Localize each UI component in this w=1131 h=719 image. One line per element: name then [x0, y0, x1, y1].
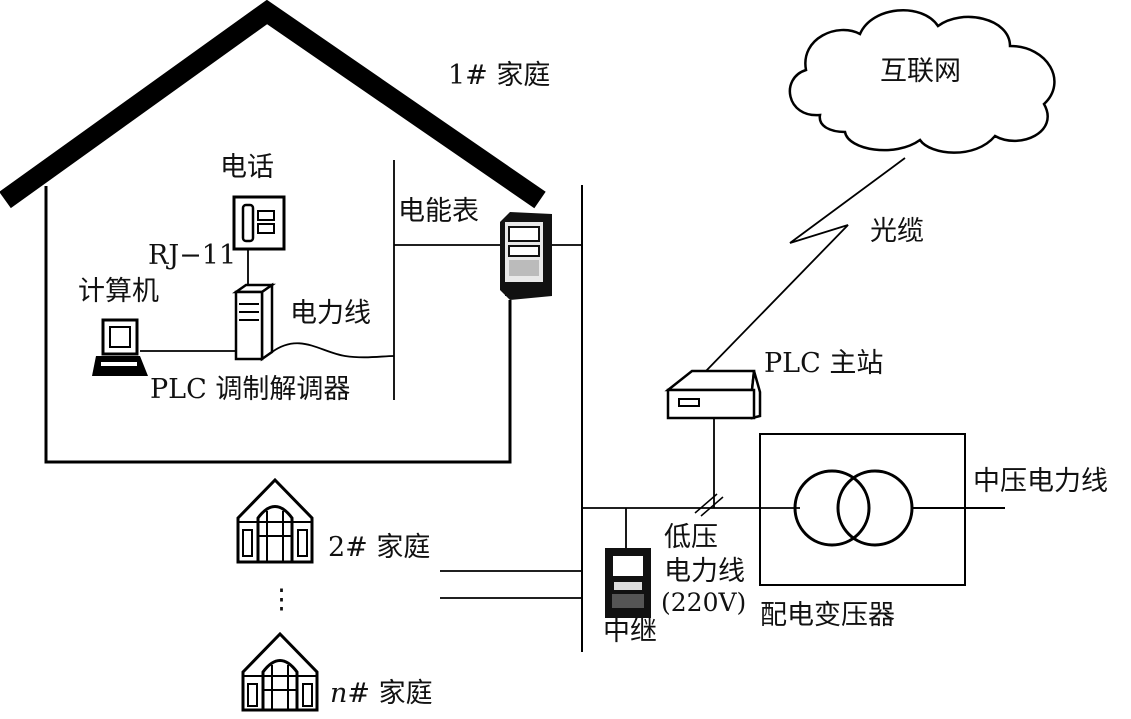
- electric-meter-icon: [500, 212, 552, 300]
- repeater-icon: [605, 548, 651, 618]
- house-roof: [0, 0, 546, 209]
- mv-powerline-label: 中压电力线: [973, 466, 1108, 497]
- plc-modem-label: PLC 调制解调器: [150, 374, 350, 405]
- powerline-label: 电力线: [290, 298, 371, 329]
- computer-label: 计算机: [78, 276, 159, 307]
- home-1-label: 1# 家庭: [448, 60, 550, 91]
- home-2-icon: [236, 477, 314, 564]
- telephone-icon: [232, 195, 286, 251]
- fiber-label: 光缆: [870, 216, 924, 247]
- coupling-mark-2: [700, 496, 724, 517]
- lv-label-line1: 低压: [664, 522, 718, 553]
- internet-label: 互联网: [880, 56, 961, 87]
- fiber-optic-cable: [704, 157, 906, 373]
- internet-cloud-icon: [788, 9, 1056, 154]
- house-wall: [44, 186, 512, 464]
- rj11-label: RJ−11: [148, 240, 236, 271]
- coupling-mark-1: [694, 493, 718, 514]
- meter-label: 电能表: [398, 196, 479, 227]
- home-n-label: n# 家庭: [330, 678, 433, 709]
- home-1: [0, 0, 546, 464]
- transformer-label: 配电变压器: [760, 600, 895, 631]
- ellipsis-marker: ⋮: [268, 584, 295, 615]
- plc-modem-icon: [232, 282, 276, 362]
- home-2-label: 2# 家庭: [328, 532, 430, 563]
- distribution-transformer: [759, 433, 966, 586]
- lv-label-line3: (220V): [661, 588, 746, 617]
- computer-icon: [92, 318, 148, 376]
- lv-label-line2: 电力线: [664, 556, 745, 587]
- phone-label: 电话: [220, 152, 274, 183]
- repeater-label: 中继: [603, 616, 657, 647]
- modem-powerline: [271, 342, 395, 359]
- plc-master-station-icon: [664, 369, 762, 420]
- home-n-icon: [241, 631, 319, 712]
- plc-master-label: PLC 主站: [764, 348, 883, 379]
